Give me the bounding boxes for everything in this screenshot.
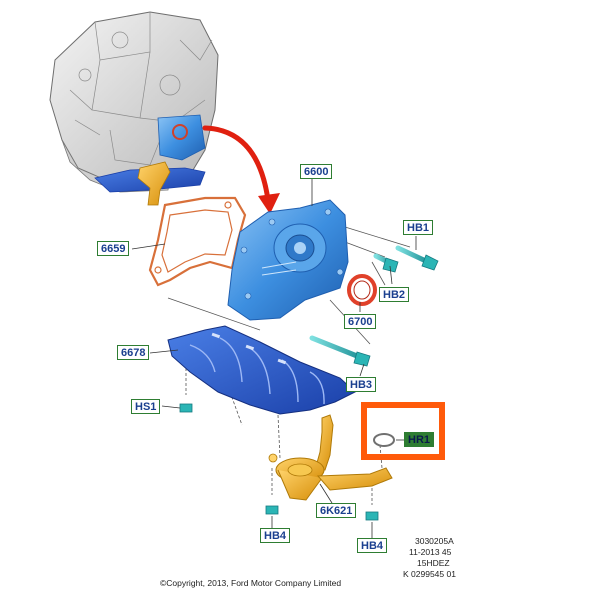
- oil-pan-baffle: [167, 325, 356, 415]
- label-hb1: HB1: [403, 220, 434, 235]
- bolt-hb2: [373, 253, 399, 273]
- label-6678: 6678: [117, 345, 150, 360]
- bolt-hb3: [309, 335, 371, 367]
- highlight-box: [361, 402, 445, 460]
- oil-pickup-tube: [268, 414, 393, 501]
- label-hb3: HB3: [346, 377, 377, 392]
- copyright-notice: ©Copyright, 2013, Ford Motor Company Lim…: [160, 578, 342, 588]
- reference-line-1: 3030205A: [415, 536, 454, 546]
- reference-block: 3030205A 11-2013 45 15HDEZ K 0299545 01: [403, 536, 456, 580]
- label-hs1: HS1: [131, 399, 161, 414]
- label-hb2: HB2: [379, 287, 410, 302]
- bolt-hb4-left: [265, 492, 279, 517]
- front-cover-gasket: [148, 196, 247, 287]
- crankshaft-seal: [347, 274, 377, 306]
- o-ring: [373, 433, 395, 447]
- reference-line-3: 15HDEZ: [417, 558, 450, 568]
- stud-hs1: [179, 389, 193, 415]
- bolt-hb4-right: [365, 499, 379, 523]
- bolt-hb1: [395, 245, 439, 271]
- label-hb4-right: HB4: [357, 538, 388, 553]
- oil-pump: [227, 199, 349, 321]
- label-6k621: 6K621: [316, 503, 357, 518]
- label-6659: 6659: [97, 241, 130, 256]
- red-arrow-icon: [202, 125, 280, 214]
- reference-line-4: K 0299545 01: [403, 569, 456, 579]
- label-6600: 6600: [300, 164, 333, 179]
- reference-line-2: 11-2013 45: [409, 547, 452, 557]
- label-hb4-left: HB4: [260, 528, 291, 543]
- leader-lines: [131, 178, 417, 538]
- label-hr1: HR1: [404, 432, 435, 447]
- label-6700: 6700: [344, 314, 377, 329]
- engine-block: [49, 11, 219, 206]
